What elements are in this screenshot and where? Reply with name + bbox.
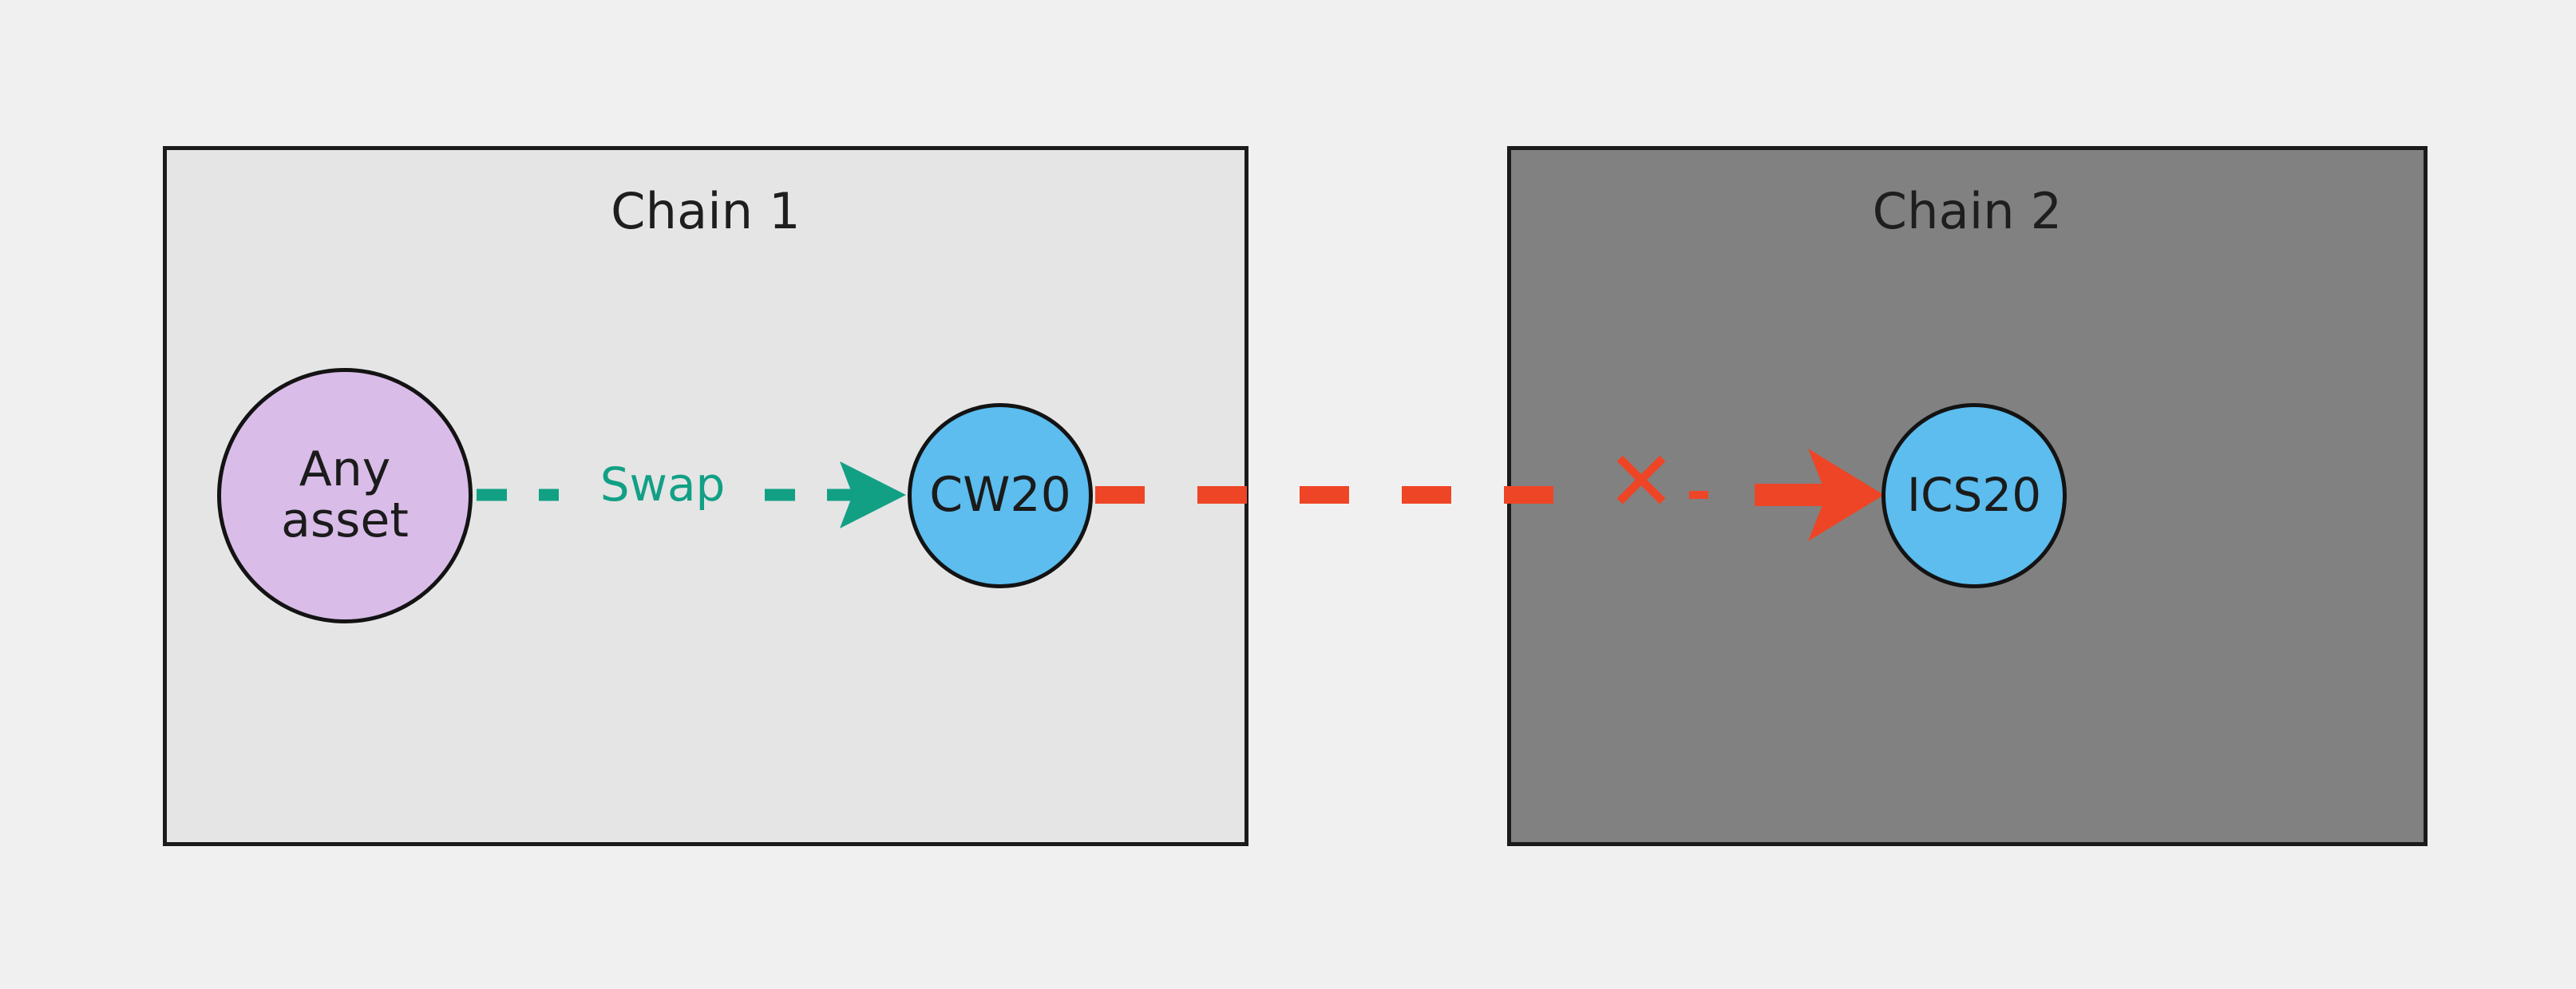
chain1-title: Chain 1 [611, 182, 801, 240]
node-any-asset-label-line1: Any [299, 441, 391, 498]
blocked-x-icon: ✕ [1606, 433, 1676, 530]
node-any-asset: Any asset [217, 368, 473, 623]
node-cw20-label: CW20 [929, 467, 1071, 524]
node-ics20: ICS20 [1882, 403, 2067, 588]
node-cw20: CW20 [908, 403, 1093, 588]
node-any-asset-label-line2: asset [281, 493, 409, 548]
swap-edge-label: Swap [599, 457, 726, 512]
chain2-title: Chain 2 [1872, 182, 2063, 240]
node-ics20-label: ICS20 [1906, 468, 2042, 523]
